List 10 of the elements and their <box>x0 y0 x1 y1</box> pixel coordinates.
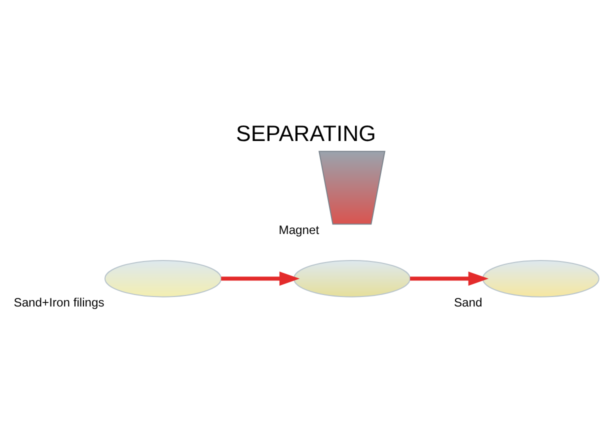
diagram-title: SEPARATING <box>236 120 376 146</box>
node-label: Sand+Iron filings <box>14 295 104 310</box>
node-picture <box>482 259 600 297</box>
node-label: Sand <box>454 295 482 310</box>
node-picture <box>318 150 386 224</box>
node-picture <box>104 259 222 297</box>
arrow <box>410 271 489 286</box>
arrow <box>221 271 300 286</box>
node-label: Magnet <box>278 222 320 236</box>
node-picture <box>293 259 411 297</box>
